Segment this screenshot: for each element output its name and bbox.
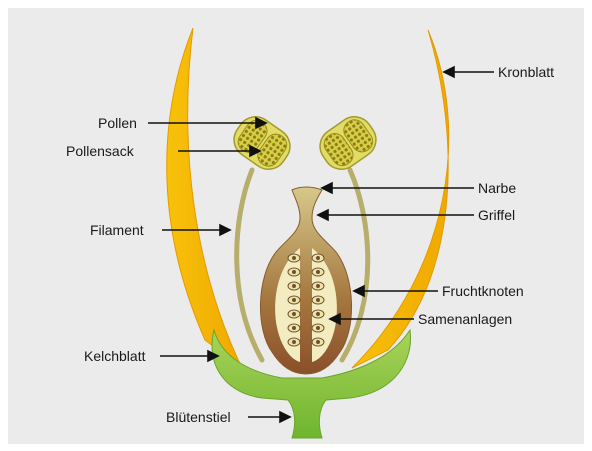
label-griffel: Griffel <box>478 207 515 223</box>
label-pollen: Pollen <box>98 115 137 131</box>
label-narbe: Narbe <box>478 180 516 196</box>
label-pollensack: Pollensack <box>66 143 134 159</box>
label-bluetenstiel: Blütenstiel <box>166 409 231 425</box>
label-fruchtknoten: Fruchtknoten <box>442 283 524 299</box>
label-kelchblatt: Kelchblatt <box>84 348 145 364</box>
label-filament: Filament <box>90 222 144 238</box>
label-kronblatt: Kronblatt <box>498 64 554 80</box>
label-samenanlagen: Samenanlagen <box>418 311 512 327</box>
